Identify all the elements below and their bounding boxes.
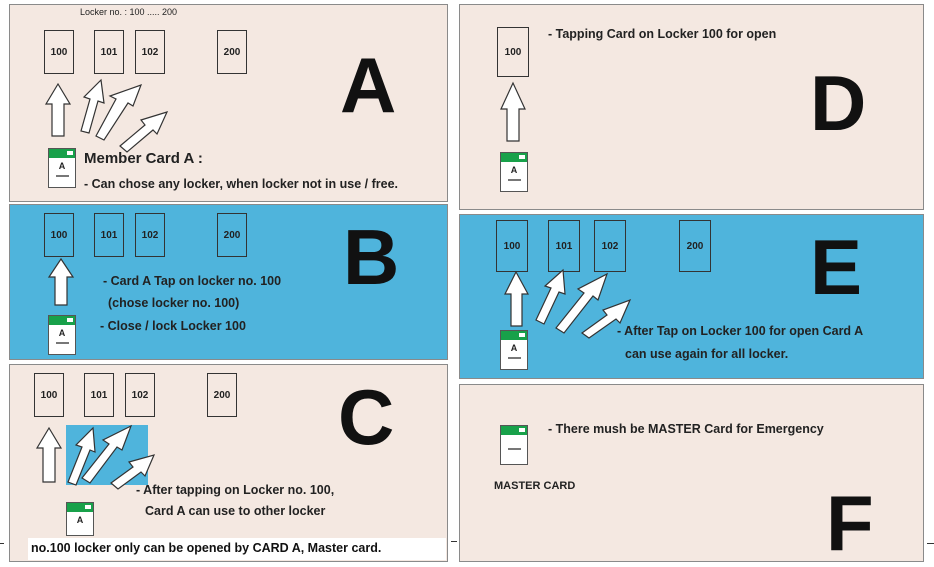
panel-letter-c: C bbox=[338, 373, 395, 461]
locker-b-200: 200 bbox=[217, 213, 247, 257]
arrow-up-icon bbox=[504, 270, 530, 327]
member-card-e-icon: A bbox=[500, 330, 528, 370]
divider-tick bbox=[0, 543, 4, 544]
locker-a-101: 101 bbox=[94, 30, 124, 74]
card-stripe bbox=[67, 503, 93, 512]
panel-letter-b: B bbox=[343, 213, 400, 301]
panel-c-line2: Card A can use to other locker bbox=[145, 504, 326, 518]
footer-note: no.100 locker only can be opened by CARD… bbox=[28, 538, 446, 560]
panel-d-line1: - Tapping Card on Locker 100 for open bbox=[548, 27, 777, 41]
panel-e bbox=[459, 214, 924, 379]
card-dots bbox=[56, 175, 69, 177]
panel-b-line1: - Card A Tap on locker no. 100 bbox=[103, 274, 282, 288]
arrow-diagonal-icon bbox=[81, 424, 133, 484]
panel-e-line1: - After Tap on Locker 100 for open Card … bbox=[617, 324, 864, 338]
arrow-diagonal-icon bbox=[80, 78, 105, 134]
card-stripe bbox=[49, 316, 75, 325]
master-card-caption: MASTER CARD bbox=[494, 480, 576, 492]
card-stripe bbox=[501, 426, 527, 435]
card-dots bbox=[508, 357, 521, 359]
locker-c-100: 100 bbox=[34, 373, 64, 417]
panel-letter-f: F bbox=[826, 479, 874, 567]
member-card-a-icon: A bbox=[48, 148, 76, 188]
card-stripe bbox=[49, 149, 75, 158]
locker-e-200: 200 bbox=[679, 220, 711, 272]
locker-b-102: 102 bbox=[135, 213, 165, 257]
member-card-b-icon: A bbox=[48, 315, 76, 355]
locker-c-200: 200 bbox=[207, 373, 237, 417]
card-label: A bbox=[76, 515, 84, 525]
locker-a-100: 100 bbox=[44, 30, 74, 74]
card-dots bbox=[508, 179, 521, 181]
panel-letter-d: D bbox=[810, 59, 867, 147]
arrow-diagonal-icon bbox=[580, 298, 632, 339]
panel-c-line1: - After tapping on Locker no. 100, bbox=[136, 483, 335, 497]
member-card-c-icon: A bbox=[66, 502, 94, 536]
card-label: A bbox=[58, 161, 66, 171]
panel-b-line2: (chose locker no. 100) bbox=[108, 296, 240, 310]
card-dots bbox=[56, 342, 69, 344]
arrow-up-icon bbox=[44, 82, 72, 137]
panel-f-line1: - There mush be MASTER Card for Emergenc… bbox=[548, 422, 824, 436]
locker-e-102: 102 bbox=[594, 220, 626, 272]
card-stripe bbox=[501, 331, 527, 340]
panel-letter-a: A bbox=[340, 41, 397, 129]
locker-range-label: Locker no. : 100 ..... 200 bbox=[80, 7, 178, 17]
arrow-up-icon bbox=[500, 81, 526, 142]
arrow-diagonal-icon bbox=[535, 268, 566, 325]
arrow-diagonal-icon bbox=[95, 84, 143, 141]
master-card-icon bbox=[500, 425, 528, 465]
arrow-diagonal-icon bbox=[67, 426, 96, 486]
panel-b-line3: - Close / lock Locker 100 bbox=[100, 319, 246, 333]
locker-e-101: 101 bbox=[548, 220, 580, 272]
panel-d bbox=[459, 4, 924, 210]
locker-c-101: 101 bbox=[84, 373, 114, 417]
arrow-diagonal-icon bbox=[555, 272, 609, 334]
card-label: A bbox=[510, 343, 518, 353]
arrow-up-icon bbox=[35, 426, 63, 483]
panel-f bbox=[459, 384, 924, 562]
locker-d-100: 100 bbox=[497, 27, 529, 77]
card-label: A bbox=[510, 165, 518, 175]
panel-a-title: Member Card A : bbox=[84, 150, 203, 167]
card-dots bbox=[508, 448, 521, 450]
panel-a bbox=[9, 4, 448, 202]
panel-letter-e: E bbox=[810, 223, 863, 311]
card-stripe bbox=[501, 153, 527, 162]
card-label: A bbox=[58, 328, 66, 338]
locker-a-200: 200 bbox=[217, 30, 247, 74]
divider-tick bbox=[927, 543, 934, 544]
arrow-diagonal-icon bbox=[110, 454, 156, 490]
panel-a-line1: - Can chose any locker, when locker not … bbox=[84, 177, 398, 191]
divider-tick bbox=[451, 541, 457, 542]
locker-b-101: 101 bbox=[94, 213, 124, 257]
panel-b bbox=[9, 204, 448, 360]
panel-e-line2: can use again for all locker. bbox=[625, 347, 789, 361]
arrow-diagonal-icon bbox=[119, 111, 169, 153]
locker-a-102: 102 bbox=[135, 30, 165, 74]
locker-e-100: 100 bbox=[496, 220, 528, 272]
member-card-d-icon: A bbox=[500, 152, 528, 192]
locker-c-102: 102 bbox=[125, 373, 155, 417]
arrow-up-icon bbox=[47, 257, 75, 306]
locker-b-100: 100 bbox=[44, 213, 74, 257]
